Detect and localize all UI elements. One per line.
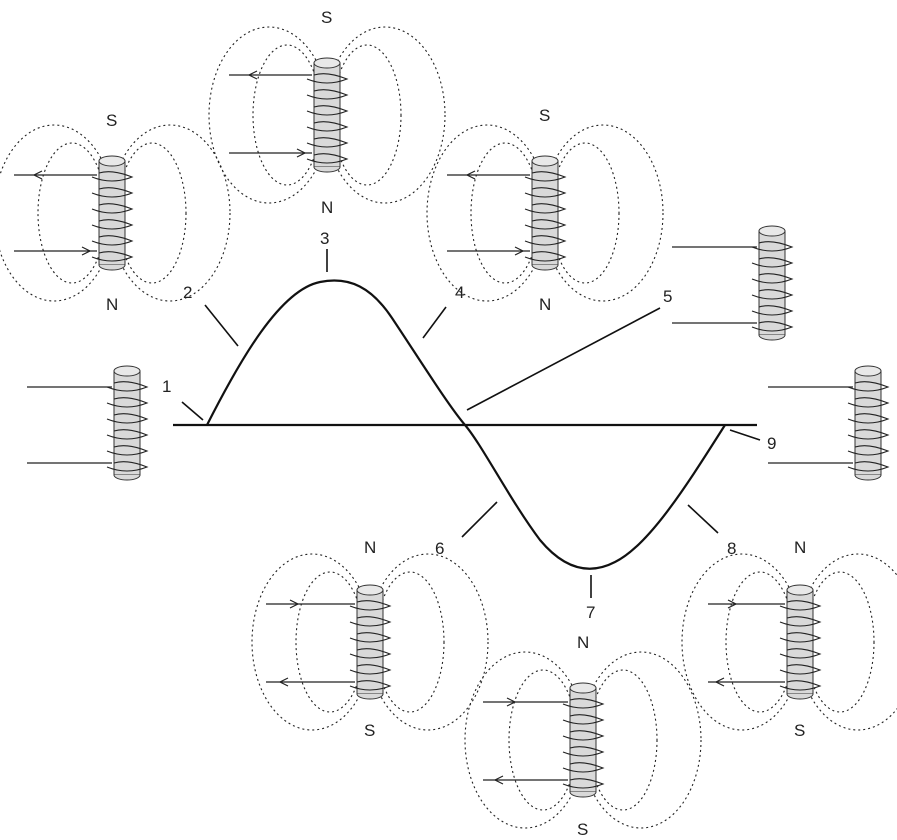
pole-label-coil2-top: S [106, 111, 117, 130]
point-label-6: 6 [435, 539, 444, 558]
leader-1 [181, 401, 204, 421]
pole-label-coil8-top: N [794, 538, 806, 557]
sine-wave [206, 279, 726, 570]
coil-1 [27, 365, 148, 481]
coil-3 [208, 26, 446, 204]
leader-4 [422, 306, 447, 339]
pole-label-coil2-bottom: N [106, 295, 118, 314]
coil-8 [681, 553, 897, 731]
point-label-9: 9 [767, 434, 776, 453]
pole-label-coil6-bottom: S [364, 721, 375, 740]
leader-2 [204, 304, 239, 347]
coil-2 [0, 124, 231, 302]
point-label-8: 8 [727, 539, 736, 558]
coil-7 [464, 651, 702, 829]
point-label-5: 5 [663, 287, 672, 306]
pole-label-coil8-bottom: S [794, 721, 805, 740]
coil-5 [672, 225, 793, 341]
leader-6 [461, 501, 498, 538]
pole-label-coil7-top: N [577, 633, 589, 652]
leader-9 [729, 429, 761, 441]
point-label-7: 7 [586, 603, 595, 622]
coil-6 [251, 553, 489, 731]
point-label-2: 2 [183, 283, 192, 302]
leader-8 [687, 504, 719, 534]
pole-label-coil3-top: S [321, 8, 332, 27]
pole-label-coil4-bottom: N [539, 295, 551, 314]
leader-5 [466, 307, 661, 411]
point-label-3: 3 [320, 229, 329, 248]
pole-label-coil4-top: S [539, 106, 550, 125]
coil-9 [768, 365, 889, 481]
pole-label-coil7-bottom: S [577, 820, 588, 839]
point-label-4: 4 [455, 283, 464, 302]
pole-label-coil3-bottom: N [321, 198, 333, 217]
coil-4 [426, 124, 664, 302]
point-label-1: 1 [162, 377, 171, 396]
pole-label-coil6-top: N [364, 538, 376, 557]
